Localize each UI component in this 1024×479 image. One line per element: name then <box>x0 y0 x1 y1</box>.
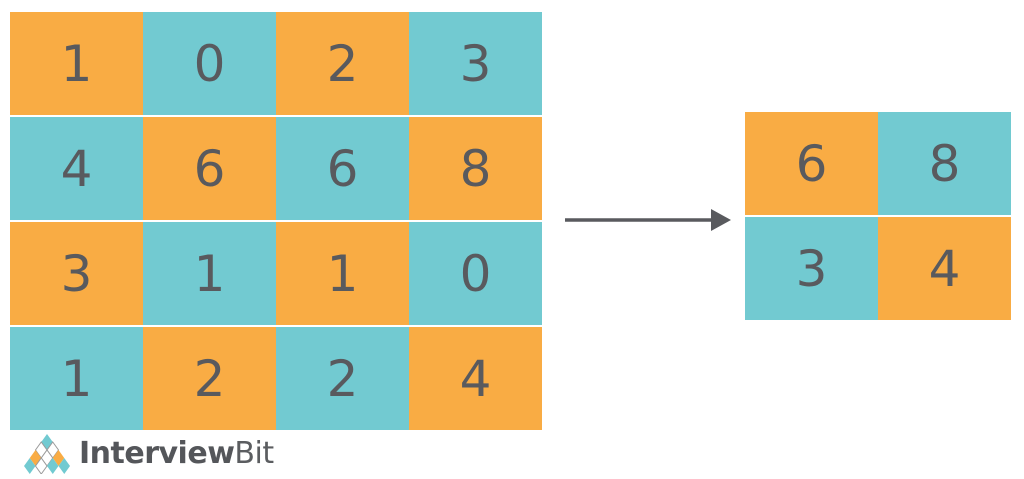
grid-cell: 2 <box>143 327 276 430</box>
grid-cell: 1 <box>10 12 143 115</box>
grid-cell: 2 <box>276 12 409 115</box>
grid-cell: 1 <box>276 222 409 325</box>
brand-text-primary: Interview <box>79 436 235 471</box>
brand-text-secondary: Bit <box>234 436 274 471</box>
grid-cell: 2 <box>276 327 409 430</box>
grid-cell: 0 <box>409 222 542 325</box>
brand-text: InterviewBit <box>79 434 274 474</box>
grid-cell: 6 <box>745 112 878 215</box>
grid-cell: 4 <box>10 117 143 220</box>
grid-cell: 3 <box>409 12 542 115</box>
interviewbit-logo: InterviewBit <box>24 434 274 474</box>
grid-cell: 8 <box>409 117 542 220</box>
logo-pyramid-icon <box>24 434 70 474</box>
grid-cell: 0 <box>143 12 276 115</box>
arrow-right-icon <box>565 209 731 231</box>
grid-cell: 6 <box>143 117 276 220</box>
grid-cell: 3 <box>10 222 143 325</box>
grid-cell: 4 <box>878 217 1011 320</box>
grid-cell: 4 <box>409 327 542 430</box>
grid-cell: 1 <box>143 222 276 325</box>
grid-cell: 3 <box>745 217 878 320</box>
grid-cell: 6 <box>276 117 409 220</box>
grid-cell: 1 <box>10 327 143 430</box>
grid-cell: 8 <box>878 112 1011 215</box>
